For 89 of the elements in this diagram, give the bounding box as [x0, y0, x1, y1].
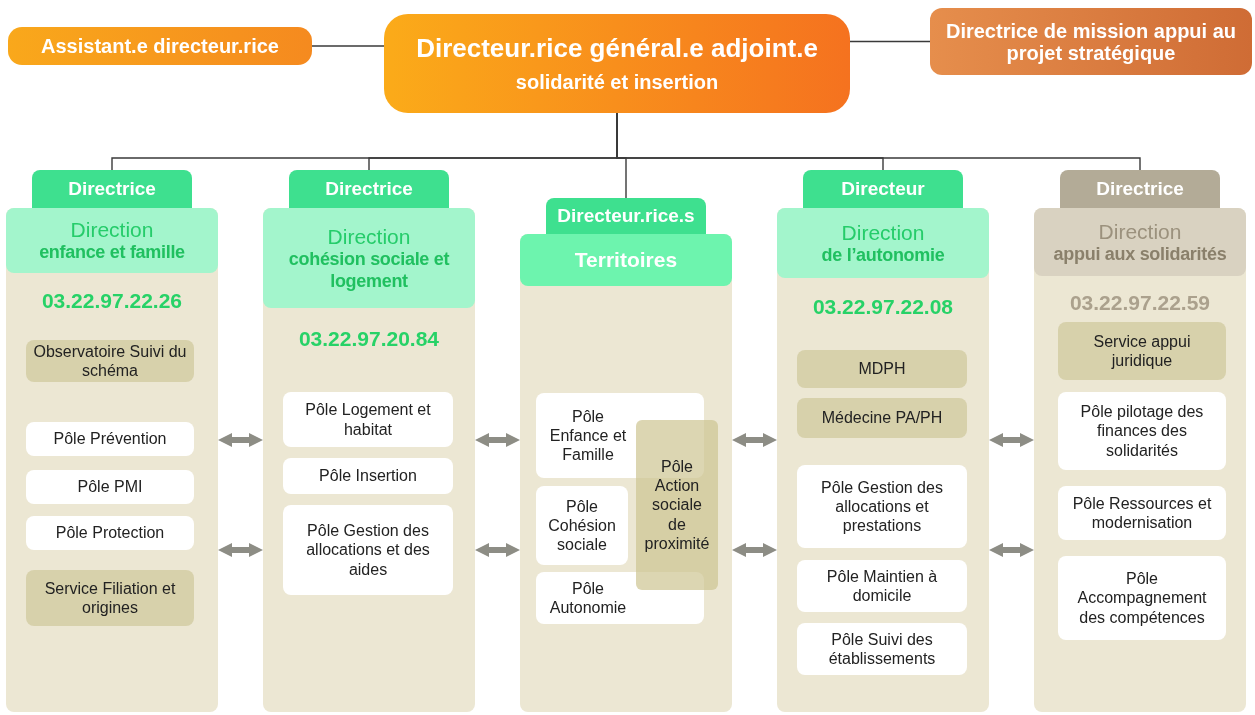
box-subtitle: de l’autonomie: [821, 244, 945, 267]
box-subtitle: enfance et famille: [39, 242, 185, 264]
box-label: Pôle pilotage des finances des solidarités: [1079, 402, 1205, 460]
service-box: [26, 422, 194, 456]
box-label: Pôle Autonomie: [548, 578, 628, 618]
service-box: [536, 486, 628, 565]
box-label: Directeur.rice.s: [557, 204, 695, 228]
box-label: Pôle PMI: [77, 477, 143, 497]
box-label: Pôle Maintien à domicile: [825, 566, 939, 606]
box-label: Service Filiation et origines: [43, 578, 177, 618]
box-label: Pôle Ressources et modernisation: [1071, 493, 1213, 533]
box-subtitle: solidarité et insertion: [515, 70, 719, 95]
service-box: [283, 392, 453, 447]
phone-number: 03.22.97.22.08: [811, 294, 955, 320]
box-subtitle: cohésion sociale et logement: [287, 249, 451, 293]
double-arrow: [475, 543, 520, 557]
box-label: Directeur.rice général.e adjoint.e: [416, 32, 818, 65]
service-box: [797, 560, 967, 612]
header-box: [6, 208, 218, 273]
header-box: [520, 234, 732, 286]
service-box: [26, 516, 194, 550]
box-label: Pôle Accompagnement des compétences: [1076, 569, 1208, 627]
header-box: [777, 208, 989, 278]
box-label: Direction: [327, 223, 411, 249]
header-box: [263, 208, 475, 308]
box-label: Directrice de mission appui au projet stratégique: [944, 19, 1238, 64]
box-label: Médecine PA/PH: [821, 408, 943, 428]
column-panel: [520, 234, 732, 712]
box-label: Pôle Insertion: [319, 466, 417, 486]
box-label: Pôle Enfance et Famille: [548, 406, 628, 465]
role-box: [384, 14, 850, 113]
role-box: [930, 8, 1252, 75]
title-tab: [289, 170, 449, 208]
column-panel: [263, 208, 475, 712]
double-arrow: [732, 543, 777, 557]
column-panel: [777, 208, 989, 712]
double-arrow: [218, 543, 263, 557]
double-arrow: [732, 433, 777, 447]
service-box: [1058, 322, 1226, 380]
phone-number: 03.22.97.20.84: [297, 326, 441, 352]
box-label: Observatoire Suivi du schéma: [32, 341, 188, 381]
box-label: Directeur: [841, 177, 925, 201]
title-tab: [546, 198, 706, 234]
double-arrow: [218, 433, 263, 447]
box-label: Directrice: [325, 177, 413, 201]
box-label: Assistant.e directeur.rice: [41, 34, 279, 58]
box-label: Service appui juridique: [1092, 331, 1192, 371]
service-box: [26, 470, 194, 504]
box-label: Directrice: [1096, 177, 1184, 201]
title-tab: [803, 170, 963, 208]
box-label: Direction: [70, 217, 154, 243]
box-label: Pôle Suivi des établissements: [827, 629, 937, 669]
service-box: [797, 623, 967, 675]
service-box: [797, 398, 967, 438]
box-label: Territoires: [574, 247, 678, 273]
column-panel: [6, 208, 218, 712]
box-label: Pôle Gestion des allocations et prestations: [820, 477, 944, 536]
phone-number: 03.22.97.22.59: [1068, 290, 1212, 316]
service-box: [797, 465, 967, 548]
box-label: Pôle Protection: [55, 523, 165, 543]
double-arrow: [989, 433, 1034, 447]
phone-number: 03.22.97.22.26: [40, 288, 184, 314]
box-label: Directrice: [68, 177, 156, 201]
box-label: MDPH: [858, 359, 906, 379]
service-box: [283, 505, 453, 595]
box-label: Pôle Gestion des allocations et des aides: [305, 521, 431, 579]
title-tab: [32, 170, 192, 208]
box-label: Pôle Cohésion sociale: [547, 496, 617, 555]
connector-line: [849, 40, 931, 43]
double-arrow: [989, 543, 1034, 557]
role-box: [8, 27, 312, 65]
service-box: [797, 350, 967, 388]
service-box: [283, 458, 453, 494]
box-label: Direction: [841, 219, 925, 245]
box-label: Direction: [1098, 218, 1182, 244]
service-box: [1058, 556, 1226, 640]
title-tab: [1060, 170, 1220, 208]
box-subtitle: appui aux solidarités: [1053, 243, 1227, 266]
box-label: Pôle Prévention: [53, 429, 167, 449]
connector-line: [311, 45, 385, 47]
overlay-box: [636, 420, 718, 590]
header-box: [1034, 208, 1246, 276]
double-arrow: [475, 433, 520, 447]
service-box: [26, 570, 194, 626]
box-label: Pôle Logement et habitat: [304, 400, 432, 439]
column-panel: [1034, 208, 1246, 712]
box-label: Pôle Action sociale de proximité: [643, 457, 711, 553]
service-box: [1058, 486, 1226, 540]
service-box: [1058, 392, 1226, 470]
